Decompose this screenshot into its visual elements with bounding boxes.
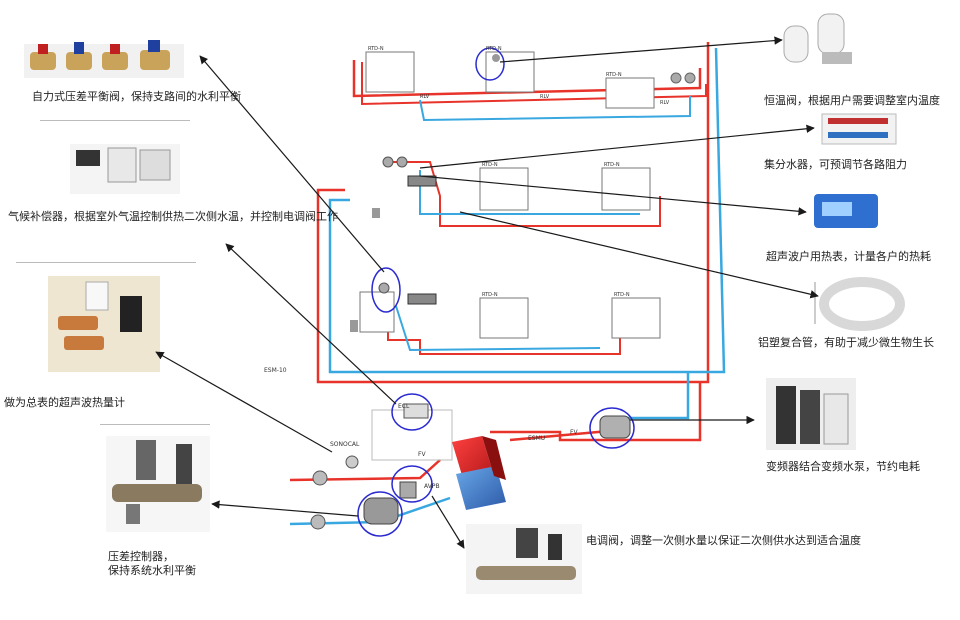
- tag-rlv-3: RLV: [660, 100, 670, 106]
- floor-top: [352, 51, 707, 122]
- floor-lower: [350, 282, 661, 355]
- label-household-meter: 超声波户用热表，计量各户的热耗: [766, 250, 931, 263]
- arrow-manifold: [419, 124, 815, 169]
- highlight-electric-valve: [391, 465, 433, 503]
- highlight-thermostatic-valve: [475, 47, 505, 81]
- product-pipe: [814, 277, 905, 331]
- label-dp-controller-line2: 保持系统水利平衡: [108, 564, 196, 577]
- divider-1: [40, 120, 190, 121]
- product-manifold: [821, 113, 897, 145]
- label-electric-valve: 电调阀，调整一次侧水量以保证二次侧供水达到适合温度: [586, 534, 861, 547]
- label-vfd: 变频器结合变频水泵，节约电耗: [766, 460, 920, 473]
- product-household-meter: [814, 194, 878, 228]
- tag-sonocal: SONOCAL: [330, 441, 360, 448]
- arrow-self-balancing-valve: [199, 55, 385, 273]
- label-dp-controller-line1: 压差控制器，: [108, 550, 174, 563]
- highlight-compensator: [391, 393, 433, 431]
- schematic-tags: RTD-N RTD-N RTD-N RTD-N RTD-N RTD-N RTD-…: [264, 46, 670, 490]
- arrow-dp-controller: [211, 500, 359, 517]
- tag-rtd-4: RTD-N: [482, 162, 498, 168]
- product-main-heat-meter: [48, 276, 160, 372]
- arrow-main-meter: [155, 351, 333, 453]
- tag-rlv-2: RLV: [540, 94, 550, 100]
- arrow-pipe: [459, 211, 819, 299]
- floor-middle: [372, 156, 661, 227]
- product-weather-compensator: [70, 144, 180, 194]
- callout-arrows: [155, 36, 819, 549]
- product-electric-valve: [466, 524, 582, 594]
- tag-fv-2: FV: [570, 429, 578, 436]
- tag-rtd-7: RTD-N: [614, 292, 630, 298]
- label-ultrasonic-main-meter: 做为总表的超声波热量计: [4, 396, 125, 409]
- tag-rtd-2: RTD-N: [486, 46, 502, 52]
- product-dp-controllers: [106, 436, 210, 532]
- product-vfd: [766, 378, 856, 450]
- product-self-balancing-valves: [24, 40, 184, 78]
- tag-rtd-5: RTD-N: [604, 162, 620, 168]
- highlight-pump: [589, 407, 635, 449]
- tag-rtd-3: RTD-N: [606, 72, 622, 78]
- tag-rtd-6: RTD-N: [482, 292, 498, 298]
- tag-avpb: AVPB: [424, 483, 440, 490]
- arrow-electric-valve: [431, 495, 465, 549]
- label-self-balancing-valve: 自力式压差平衡阀，保持支路间的水利平衡: [32, 90, 241, 103]
- label-thermostatic-valve: 恒温阀，根据用户需要调整室内温度: [764, 94, 940, 107]
- return-riser: [328, 47, 726, 420]
- highlight-balancing-valve: [371, 267, 401, 313]
- label-pipe: 铝塑复合管，有助于减少微生物生长: [758, 336, 934, 349]
- label-weather-compensator: 气候补偿器，根据室外气温控制供热二次侧水温，并控制电调阀工作: [8, 210, 338, 223]
- highlight-circles: [357, 47, 635, 537]
- tag-ecl: ECL: [398, 403, 410, 410]
- tag-esmu: ESMU: [528, 435, 545, 442]
- plant-room: [289, 403, 631, 530]
- tag-fv-1: FV: [418, 451, 426, 458]
- arrow-thermostatic-valve: [499, 36, 783, 63]
- supply-riser: [316, 42, 710, 442]
- arrow-compensator: [225, 243, 397, 405]
- tag-rtd-1: RTD-N: [368, 46, 384, 52]
- arrow-household-meter: [419, 175, 807, 216]
- label-manifold: 集分水器，可预调节各路阻力: [764, 158, 907, 171]
- divider-2: [16, 262, 196, 263]
- highlight-dp-controller: [357, 491, 403, 537]
- product-thermostatic-valves: [783, 13, 852, 64]
- tag-esm: ESM-10: [264, 367, 287, 374]
- divider-3: [100, 424, 210, 425]
- tag-rlv-1: RLV: [420, 94, 430, 100]
